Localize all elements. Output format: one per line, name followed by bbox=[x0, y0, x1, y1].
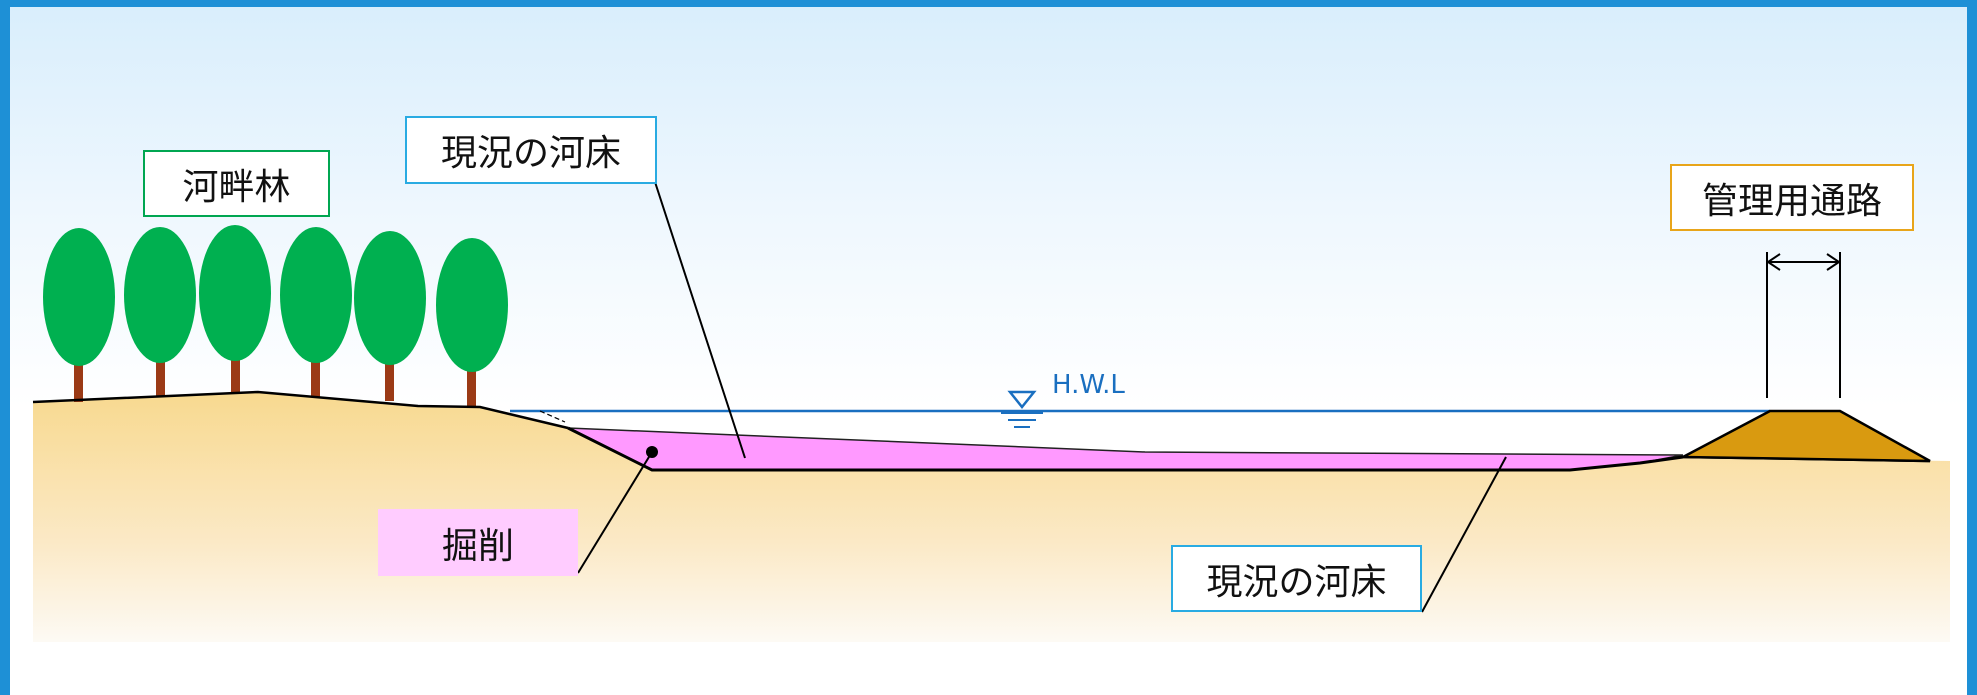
water-level-triangle-icon bbox=[1001, 390, 1043, 428]
tree-trunk bbox=[156, 355, 165, 396]
tree-crown bbox=[124, 227, 196, 363]
ground bbox=[33, 392, 1950, 642]
riparian-trees bbox=[43, 225, 508, 407]
road-width-dimension bbox=[1766, 252, 1841, 398]
tree-trunk bbox=[311, 355, 320, 397]
tree-trunk bbox=[231, 352, 240, 393]
dimension-arrowhead bbox=[1766, 253, 1781, 271]
dimension-arrowhead bbox=[1826, 253, 1841, 271]
current-riverbed-label-bottom: 現況の河床 bbox=[1171, 545, 1422, 612]
current-riverbed-label-top: 現況の河床 bbox=[405, 116, 657, 184]
dashed-slope bbox=[539, 410, 566, 423]
ground-outline bbox=[32, 390, 569, 430]
hwl-label: H.W.L bbox=[1052, 370, 1125, 400]
leader-line-excavation bbox=[577, 451, 653, 574]
riverbed-line bbox=[567, 426, 1684, 472]
excavation-label: 掘削 bbox=[378, 509, 578, 576]
management-road-label: 管理用通路 bbox=[1670, 164, 1914, 231]
tree-crown bbox=[199, 225, 271, 361]
tree-crown bbox=[354, 231, 426, 365]
riparian-forest-label: 河畔林 bbox=[143, 150, 330, 217]
tree-trunk bbox=[74, 360, 83, 402]
leader-line-bed-bottom bbox=[1421, 456, 1507, 613]
leader-dot bbox=[646, 446, 658, 458]
tree-trunk bbox=[385, 360, 394, 401]
hwl-triangle bbox=[1007, 390, 1037, 410]
tree-crown bbox=[280, 227, 352, 363]
road-embankment bbox=[1682, 409, 1931, 463]
tree-crown bbox=[436, 238, 508, 372]
tree-trunk bbox=[467, 365, 476, 407]
tree-crown bbox=[43, 228, 115, 366]
